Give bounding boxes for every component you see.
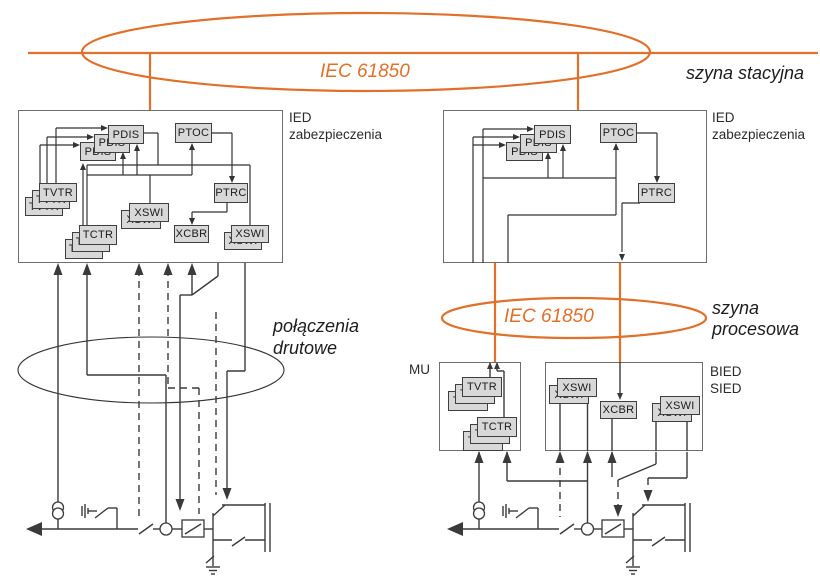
ln-box-ptrc: PTRC [214,183,248,203]
ln-box-pdis: PDIS [108,125,144,144]
process-bus-protocol-label: IEC 61850 [504,306,594,327]
mu-label: MU [409,362,430,377]
ln-box-xswi: XSWI [557,378,597,397]
ln-box-ptoc: PTOC [175,123,212,143]
ln-box-ptrc: PTRC [638,183,675,203]
wired-connections-line2: drutowe [273,338,338,358]
ied-right-box [443,110,707,263]
process-bus-name-line2: procesowa [712,319,800,339]
ln-box-xswi: XSWI [129,203,169,222]
ln-box-tvtr: TVTR [39,183,77,202]
process-bus-name-line1: szyna [712,298,760,318]
ln-box-xswi: XSWI [660,396,700,415]
ln-box-xcbr: XCBR [174,225,209,243]
station-bus-protocol-label: IEC 61850 [320,61,410,82]
ln-box-ptoc: PTOC [600,123,637,143]
ln-box-tctr: TCTR [79,225,117,245]
ln-box-xswi: XSWI [231,225,269,243]
ln-box-tvtr: TVTR [462,377,502,397]
station-bus-name-label: szyna stacyjna [686,63,805,83]
ln-box-tctr: TCTR [477,417,517,437]
wired-connections-line1: połączenia [273,316,360,336]
ln-box-pdis: PDIS [534,125,571,144]
ln-box-xcbr: XCBR [600,401,637,419]
